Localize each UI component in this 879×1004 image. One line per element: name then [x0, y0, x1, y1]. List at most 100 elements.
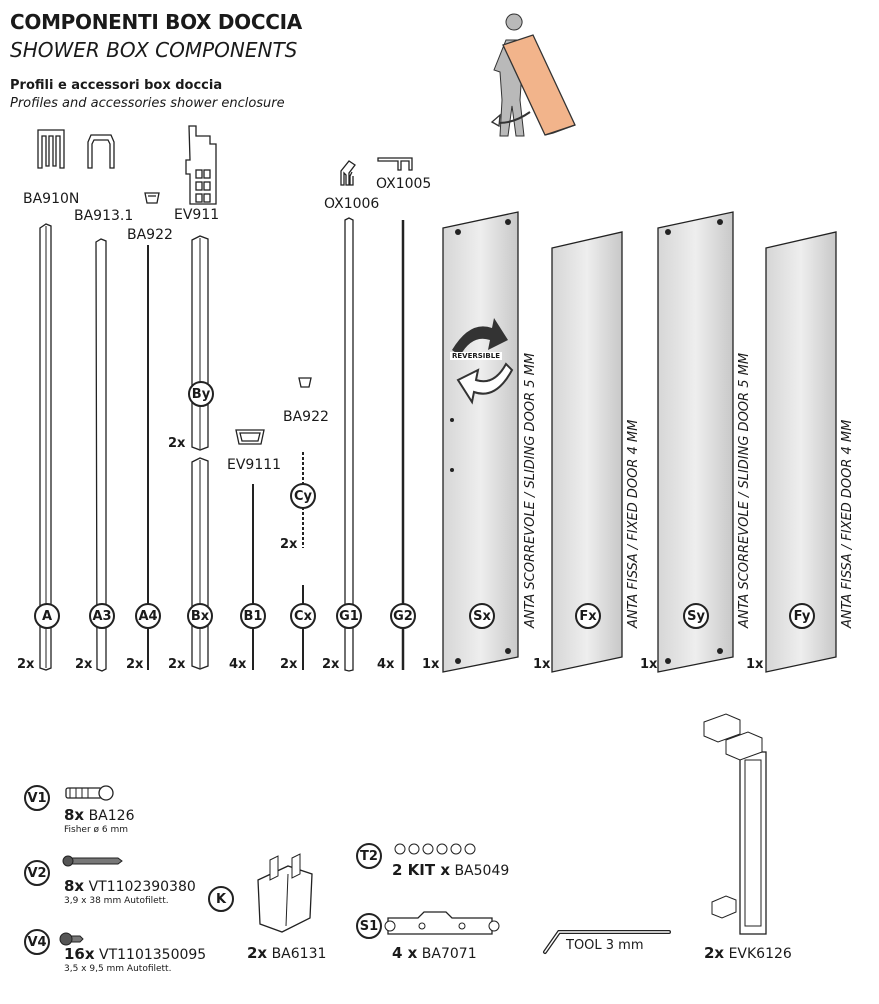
door-handle-icon: [703, 713, 767, 935]
page-title-english: SHOWER BOX COMPONENTS: [10, 38, 298, 62]
part-label-sx: Sx: [469, 603, 495, 629]
bracket-k-icon: [257, 853, 313, 933]
profile-section-ev9111-icon: [235, 429, 265, 445]
accessory-v2-qty: 8x: [64, 877, 85, 895]
glass-panel-sy-icon: [657, 211, 734, 673]
part-label-sy: Sy: [683, 603, 709, 629]
code-ba910n: BA910N: [23, 191, 80, 207]
accessory-label-s1: S1: [356, 913, 382, 939]
qty-cx: 2x: [280, 657, 298, 672]
hex-key-tool-icon: [543, 930, 671, 954]
accessory-s1-qty: 4 x: [392, 944, 418, 962]
part-label-a4: A4: [135, 603, 161, 629]
qty-by: 2x: [168, 436, 186, 451]
qty-g2: 4x: [377, 657, 395, 672]
accessory-v1-line: 8x BA126: [64, 806, 134, 824]
glass-panel-fy-icon: [765, 231, 837, 673]
profile-a-icon: [39, 223, 52, 671]
code-ba922: BA922: [127, 227, 173, 243]
panel-label-fixed-fx: ANTA FISSA / FIXED DOOR 4 MM: [626, 419, 641, 628]
accessory-k-qty: 2x: [247, 944, 268, 962]
part-label-fx: Fx: [575, 603, 601, 629]
profile-g1-icon: [344, 217, 354, 672]
accessory-label-v4: V4: [24, 929, 50, 955]
accessory-handle-line: 2x EVK6126: [704, 944, 792, 962]
code-ev911: EV911: [174, 207, 220, 223]
accessory-v2-note: 3,9 x 38 mm Autofilett.: [64, 896, 169, 906]
code-ev9111: EV9111: [227, 457, 282, 473]
panel-label-sliding-sy: ANTA SCORREVOLE / SLIDING DOOR 5 MM: [737, 352, 752, 628]
reversible-label: REVERSIBLE: [450, 352, 502, 360]
accessory-label-t2: T2: [356, 843, 382, 869]
accessory-k-line: 2x BA6131: [247, 944, 326, 962]
profile-section-ba913-icon: [87, 134, 115, 169]
accessory-v1-qty: 8x: [64, 806, 85, 824]
section-title-english: Profiles and accessories shower enclosur…: [10, 96, 285, 111]
accessory-v4-qty: 16x: [64, 945, 95, 963]
accessory-label-k: K: [208, 886, 234, 912]
part-label-bx: Bx: [187, 603, 213, 629]
profile-section-ba922-icon: [144, 192, 160, 204]
code-ba922-cy: BA922: [283, 409, 329, 425]
slider-bracket-icon: [384, 911, 500, 935]
profile-section-ba910n-icon: [37, 129, 65, 169]
accessory-v1-note: Fisher ø 6 mm: [64, 825, 129, 835]
reversible-arrows-icon: [452, 318, 514, 405]
profile-by-icon: [191, 235, 209, 451]
profile-section-ox1005-icon: [377, 157, 413, 171]
glass-panel-fx-icon: [551, 231, 623, 673]
fisher-plug-icon: [65, 785, 114, 801]
qty-a: 2x: [17, 657, 35, 672]
page-title: COMPONENTI BOX DOCCIA: [10, 10, 302, 34]
qty-sy: 1x: [640, 657, 658, 672]
qty-a4: 2x: [126, 657, 144, 672]
screw-38mm-icon: [62, 855, 123, 867]
accessory-t2-line: 2 KIT x BA5049: [392, 861, 509, 879]
part-label-a: A: [34, 603, 60, 629]
tool-label: TOOL 3 mm: [566, 938, 644, 953]
accessory-handle-qty: 2x: [704, 944, 725, 962]
rollers-kit-icon: [394, 843, 476, 855]
accessory-k-code: BA6131: [271, 946, 327, 962]
qty-bx: 2x: [168, 657, 186, 672]
accessory-label-v1: V1: [24, 785, 50, 811]
accessory-label-v2: V2: [24, 860, 50, 886]
part-label-cy: Cy: [290, 483, 316, 509]
code-ox1005: OX1005: [376, 176, 432, 192]
part-label-g1: G1: [336, 603, 362, 629]
qty-fx: 1x: [533, 657, 551, 672]
part-label-a3: A3: [89, 603, 115, 629]
panel-label-fixed-fy: ANTA FISSA / FIXED DOOR 4 MM: [840, 419, 855, 628]
accessory-v4-note: 3,5 x 9,5 mm Autofilett.: [64, 964, 172, 974]
part-label-fy: Fy: [789, 603, 815, 629]
section-title: Profili e accessori box doccia: [10, 78, 223, 93]
profile-section-ox1006-icon: [340, 160, 356, 186]
accessory-v1-code: BA126: [88, 808, 135, 824]
profile-section-ev911-icon: [185, 125, 217, 205]
accessory-v2-line: 8x VT1102390380: [64, 877, 196, 895]
profile-bx-icon: [191, 457, 209, 670]
code-ox1006: OX1006: [324, 196, 380, 212]
profile-section-ba922-small-icon: [298, 377, 312, 388]
code-ba913: BA913.1: [74, 208, 134, 224]
qty-cy: 2x: [280, 537, 298, 552]
qty-fy: 1x: [746, 657, 764, 672]
qty-a3: 2x: [75, 657, 93, 672]
accessory-v4-line: 16x VT1101350095: [64, 945, 206, 963]
part-label-b1: B1: [240, 603, 266, 629]
man-carrying-panel-icon: [490, 13, 576, 137]
profile-a3-icon: [95, 238, 107, 672]
part-label-g2: G2: [390, 603, 416, 629]
qty-g1: 2x: [322, 657, 340, 672]
accessory-t2-code: BA5049: [454, 863, 510, 879]
accessory-handle-code: EVK6126: [728, 946, 792, 962]
accessory-v2-code: VT1102390380: [88, 879, 196, 895]
accessory-v4-code: VT1101350095: [99, 947, 207, 963]
qty-sx: 1x: [422, 657, 440, 672]
accessory-s1-code: BA7071: [421, 946, 477, 962]
screw-9mm-icon: [59, 932, 84, 946]
qty-b1: 4x: [229, 657, 247, 672]
panel-label-sliding-sx: ANTA SCORREVOLE / SLIDING DOOR 5 MM: [523, 352, 538, 628]
part-label-cx: Cx: [290, 603, 316, 629]
part-label-by: By: [188, 381, 214, 407]
